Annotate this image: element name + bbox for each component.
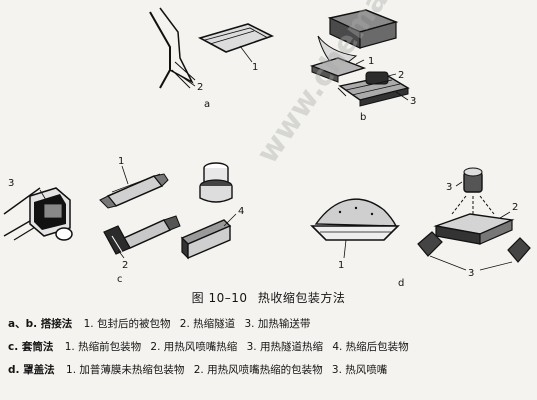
panel-c-marker-1: 1 (118, 156, 124, 167)
conveyor-legs (337, 87, 347, 97)
tray-front (311, 65, 339, 83)
legend-item: 3. 热风喷嘴 (331, 364, 388, 376)
sleeve-tip-right (153, 173, 169, 187)
load-dot-1 (338, 210, 342, 214)
panel-d-marker-3: 3 (468, 268, 474, 279)
panel-d-marker-1: 1 (338, 260, 344, 271)
figure-caption: 图 10–10 热收缩包装方法 (0, 289, 537, 306)
side-nozzle-left (417, 231, 443, 257)
tunnel-hatch-1 (174, 61, 196, 81)
panel-a-marker-1: 1 (252, 62, 258, 73)
legend-item: 3. 用热隧道热缩 (246, 341, 323, 353)
panel-a-letter: a (204, 99, 210, 110)
legend-tag: d. 罩盖法 (8, 364, 55, 376)
legend-tag: a、b. 搭接法 (8, 318, 73, 330)
legend-tag: c. 套筒法 (8, 341, 54, 353)
figure-title: 热收缩包装方法 (257, 291, 346, 305)
sleeve-body (106, 175, 164, 207)
package-seam (204, 27, 269, 41)
leader-d3-left (429, 255, 467, 271)
conveyor-edge (359, 87, 409, 107)
panel-b-drawing: 1 2 3 b (309, 9, 416, 123)
leader-d2 (499, 211, 511, 219)
legend-item: 4. 热缩后包装物 (332, 341, 409, 353)
load-dot-2 (354, 206, 358, 210)
legend-item: 1. 加普薄膜未热缩包装物 (66, 364, 185, 376)
bar-side-face (187, 224, 231, 260)
panel-c-marker-2: 2 (122, 260, 128, 271)
leader-b3 (395, 91, 409, 101)
panel-b-marker-2: 2 (398, 70, 404, 81)
conveyor-line-2 (351, 83, 401, 96)
conveyor-line-1 (345, 79, 393, 91)
legend-item: 2. 用热风喷嘴热缩的包装物 (193, 364, 323, 376)
legend-item: 1. 热缩前包装物 (64, 341, 142, 353)
hot-air-nozzle (103, 225, 131, 255)
leader-d3-top (455, 181, 463, 187)
top-nozzle-rim (463, 167, 483, 177)
illustration-canvas: 2 1 a 1 2 3 b (3, 7, 531, 289)
air-stream-1 (451, 195, 467, 215)
panel-c-marker-3: 3 (8, 178, 14, 189)
package-seam-2 (209, 30, 255, 45)
legend-item: 1. 包封后的被包物 (83, 318, 171, 330)
leader-a2 (177, 73, 196, 87)
pen-cap (163, 215, 181, 231)
legend-item: 3. 加热输送带 (244, 318, 311, 330)
leader-c1 (121, 165, 129, 185)
tunnel-hatch-2 (171, 69, 191, 89)
leader-c4 (223, 213, 237, 227)
conveyor-product (365, 71, 389, 85)
tunnel-product (43, 203, 63, 219)
leader-b2 (387, 73, 397, 77)
air-stream-3 (479, 195, 495, 215)
panel-b-letter: b (360, 112, 366, 123)
legend-item: 2. 用热风喷嘴热缩 (150, 341, 238, 353)
roller (55, 227, 73, 241)
sleeve-tip-left (99, 195, 117, 209)
panel-d-marker-2: 2 (512, 202, 518, 213)
legend-row-lap: a、b. 搭接法 1. 包封后的被包物 2. 热缩隧道 3. 加热输送带 (8, 316, 316, 331)
panel-d-marker-3-top: 3 (446, 182, 452, 193)
panel-c-drawing: 3 1 2 4 c (3, 156, 244, 285)
panel-b-marker-3: 3 (410, 96, 416, 107)
film-covered-load (314, 198, 398, 227)
figure-number: 图 10–10 (191, 291, 248, 305)
legend-row-sleeve: c. 套筒法 1. 热缩前包装物 2. 用热风喷嘴热缩 3. 用热隧道热缩 4.… (8, 339, 415, 354)
pen-shrinking (122, 219, 172, 249)
sleeve-highlight (111, 173, 161, 193)
leader-c3 (39, 189, 47, 201)
load-dot-3 (370, 212, 374, 216)
leader-d1 (343, 239, 347, 259)
box-side-face (359, 21, 397, 49)
tunnel-rail-top (3, 187, 41, 215)
legend-row-cover: d. 罩盖法 1. 加普薄膜未热缩包装物 2. 用热风喷嘴热缩的包装物 3. 热… (8, 362, 393, 377)
tunnel-wall-side (159, 7, 194, 84)
panel-b-marker-1: 1 (368, 56, 374, 67)
panel-a-drawing: 2 1 a (149, 7, 275, 110)
panel-c-marker-4: 4 (238, 206, 244, 217)
leader-d3-right (479, 261, 513, 271)
panel-a-marker-2: 2 (197, 82, 203, 93)
panel-c-letter: c (117, 274, 123, 285)
panel-d-drawing: 1 3 2 3 d (310, 167, 531, 289)
leader-a1 (239, 45, 253, 63)
panel-d-letter: d (398, 278, 404, 289)
cylinder-bottom-body (199, 186, 233, 203)
shrunk-load-side (479, 219, 513, 245)
leader-b1 (355, 59, 365, 65)
tunnel-wall-outline (149, 11, 171, 89)
legend-item: 2. 热缩隧道 (179, 318, 236, 330)
leader-c2 (117, 249, 125, 259)
side-nozzle-right (507, 237, 531, 263)
nozzle-slot (111, 235, 123, 253)
pallet-tray (310, 225, 400, 241)
